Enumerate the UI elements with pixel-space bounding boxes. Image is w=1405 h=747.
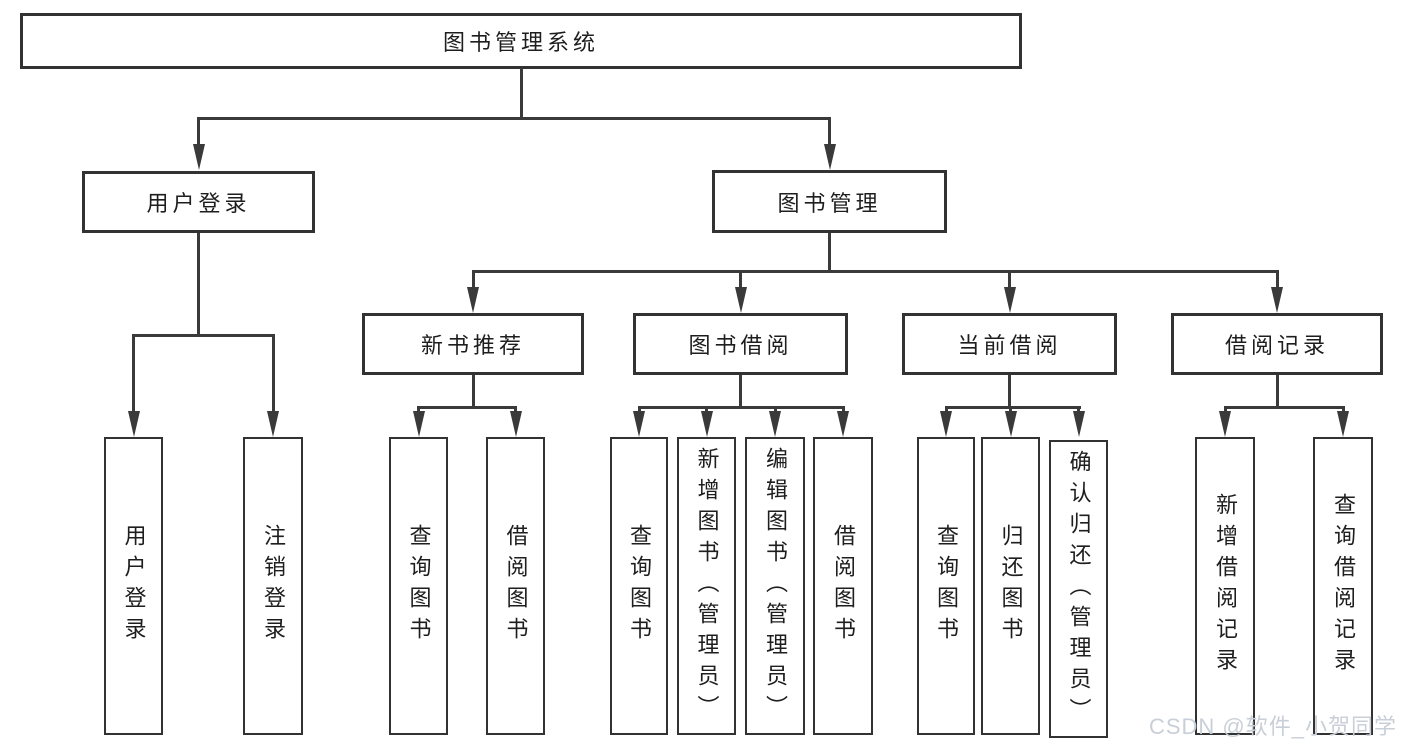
arrowhead: [267, 411, 279, 437]
leaf-label: 查询图书: [406, 524, 432, 648]
leaf-user-login: 用户登录: [104, 437, 163, 735]
arrowhead: [1072, 411, 1085, 437]
node-library-management-system: 图书管理系统: [20, 13, 1022, 69]
connector-line: [471, 375, 475, 409]
connector-line: [739, 270, 742, 292]
connector-line: [739, 375, 742, 409]
arrowhead: [940, 411, 952, 437]
arrowhead: [412, 411, 425, 437]
arrowhead: [127, 411, 140, 437]
node-label: 图书管理系统: [442, 30, 599, 55]
watermark-text: CSDN @软件_小贺同学: [1148, 714, 1397, 739]
node-new-book-recommend: 新书推荐: [362, 313, 584, 375]
connector-line: [197, 117, 831, 120]
leaf-rec-query-record: 查询借阅记录: [1313, 437, 1373, 735]
leaf-label: 注销登录: [261, 524, 286, 648]
connector-line: [828, 233, 831, 273]
connector-line: [417, 406, 517, 409]
connector-line: [132, 334, 135, 414]
leaf-label: 用户登录: [121, 524, 147, 648]
node-label: 用户登录: [146, 191, 251, 216]
connector-line: [637, 406, 845, 409]
leaf-cb-confirm-return-admin: 确认归还（管理员）: [1049, 440, 1108, 738]
leaf-label: 确认归还（管理员）: [1066, 449, 1092, 729]
connector-line: [1223, 406, 1345, 409]
leaf-logout: 注销登录: [243, 437, 303, 735]
arrowhead: [769, 411, 781, 437]
arrowhead: [509, 411, 522, 437]
leaf-label: 借阅图书: [831, 524, 856, 648]
arrowhead: [1337, 411, 1349, 437]
connector-line: [828, 117, 831, 147]
connector-line: [132, 334, 274, 337]
leaf-label: 新增借阅记录: [1213, 493, 1238, 679]
connector-line: [197, 233, 200, 337]
node-label: 图书借阅: [688, 333, 793, 358]
connector-line: [471, 270, 475, 292]
node-user-login: 用户登录: [82, 171, 315, 233]
leaf-nb-borrow-books: 借阅图书: [486, 437, 545, 735]
arrowhead: [1003, 287, 1016, 313]
leaf-rec-add-record: 新增借阅记录: [1195, 437, 1255, 735]
arrowhead: [837, 411, 849, 437]
arrowhead: [1219, 411, 1231, 437]
arrowhead: [633, 411, 645, 437]
connector-line: [1008, 375, 1011, 409]
leaf-nb-query-books: 查询图书: [389, 437, 448, 735]
node-label: 当前借阅: [957, 333, 1062, 358]
node-label: 图书管理: [777, 190, 882, 216]
arrowhead: [700, 411, 713, 437]
arrowhead: [1271, 287, 1283, 313]
node-borrow-records: 借阅记录: [1171, 313, 1383, 375]
connector-line: [519, 68, 523, 120]
connector-line: [1275, 375, 1279, 409]
arrowhead: [734, 287, 747, 313]
connector-line: [197, 117, 200, 147]
node-label: 新书推荐: [420, 333, 525, 358]
connector-line: [944, 406, 1081, 409]
arrowhead: [823, 144, 836, 170]
arrowhead: [192, 144, 205, 170]
connector-line: [271, 334, 275, 414]
node-book-management: 图书管理: [712, 170, 947, 233]
leaf-label: 查询借阅记录: [1331, 493, 1356, 679]
leaf-bb-add-books-admin: 新增图书（管理员）: [677, 437, 736, 735]
leaf-bb-borrow-books: 借阅图书: [813, 437, 873, 735]
leaf-label: 编辑图书（管理员）: [763, 446, 788, 726]
leaf-bb-query-books: 查询图书: [610, 437, 668, 735]
connector-line: [471, 270, 1279, 273]
leaf-label: 查询图书: [934, 524, 959, 648]
leaf-cb-return-books: 归还图书: [981, 437, 1040, 735]
leaf-label: 新增图书（管理员）: [694, 446, 720, 726]
leaf-label: 借阅图书: [503, 524, 529, 648]
leaf-label: 查询图书: [627, 524, 652, 648]
leaf-bb-edit-books-admin: 编辑图书（管理员）: [745, 437, 805, 735]
node-current-borrowing: 当前借阅: [902, 313, 1117, 375]
arrowhead: [467, 287, 479, 313]
connector-line: [1275, 270, 1279, 292]
connector-line: [1008, 270, 1011, 292]
arrowhead: [1004, 411, 1017, 437]
leaf-label: 归还图书: [998, 524, 1024, 648]
node-book-borrowing: 图书借阅: [633, 313, 848, 375]
leaf-cb-query-books: 查询图书: [917, 437, 975, 735]
node-label: 借阅记录: [1224, 333, 1329, 358]
